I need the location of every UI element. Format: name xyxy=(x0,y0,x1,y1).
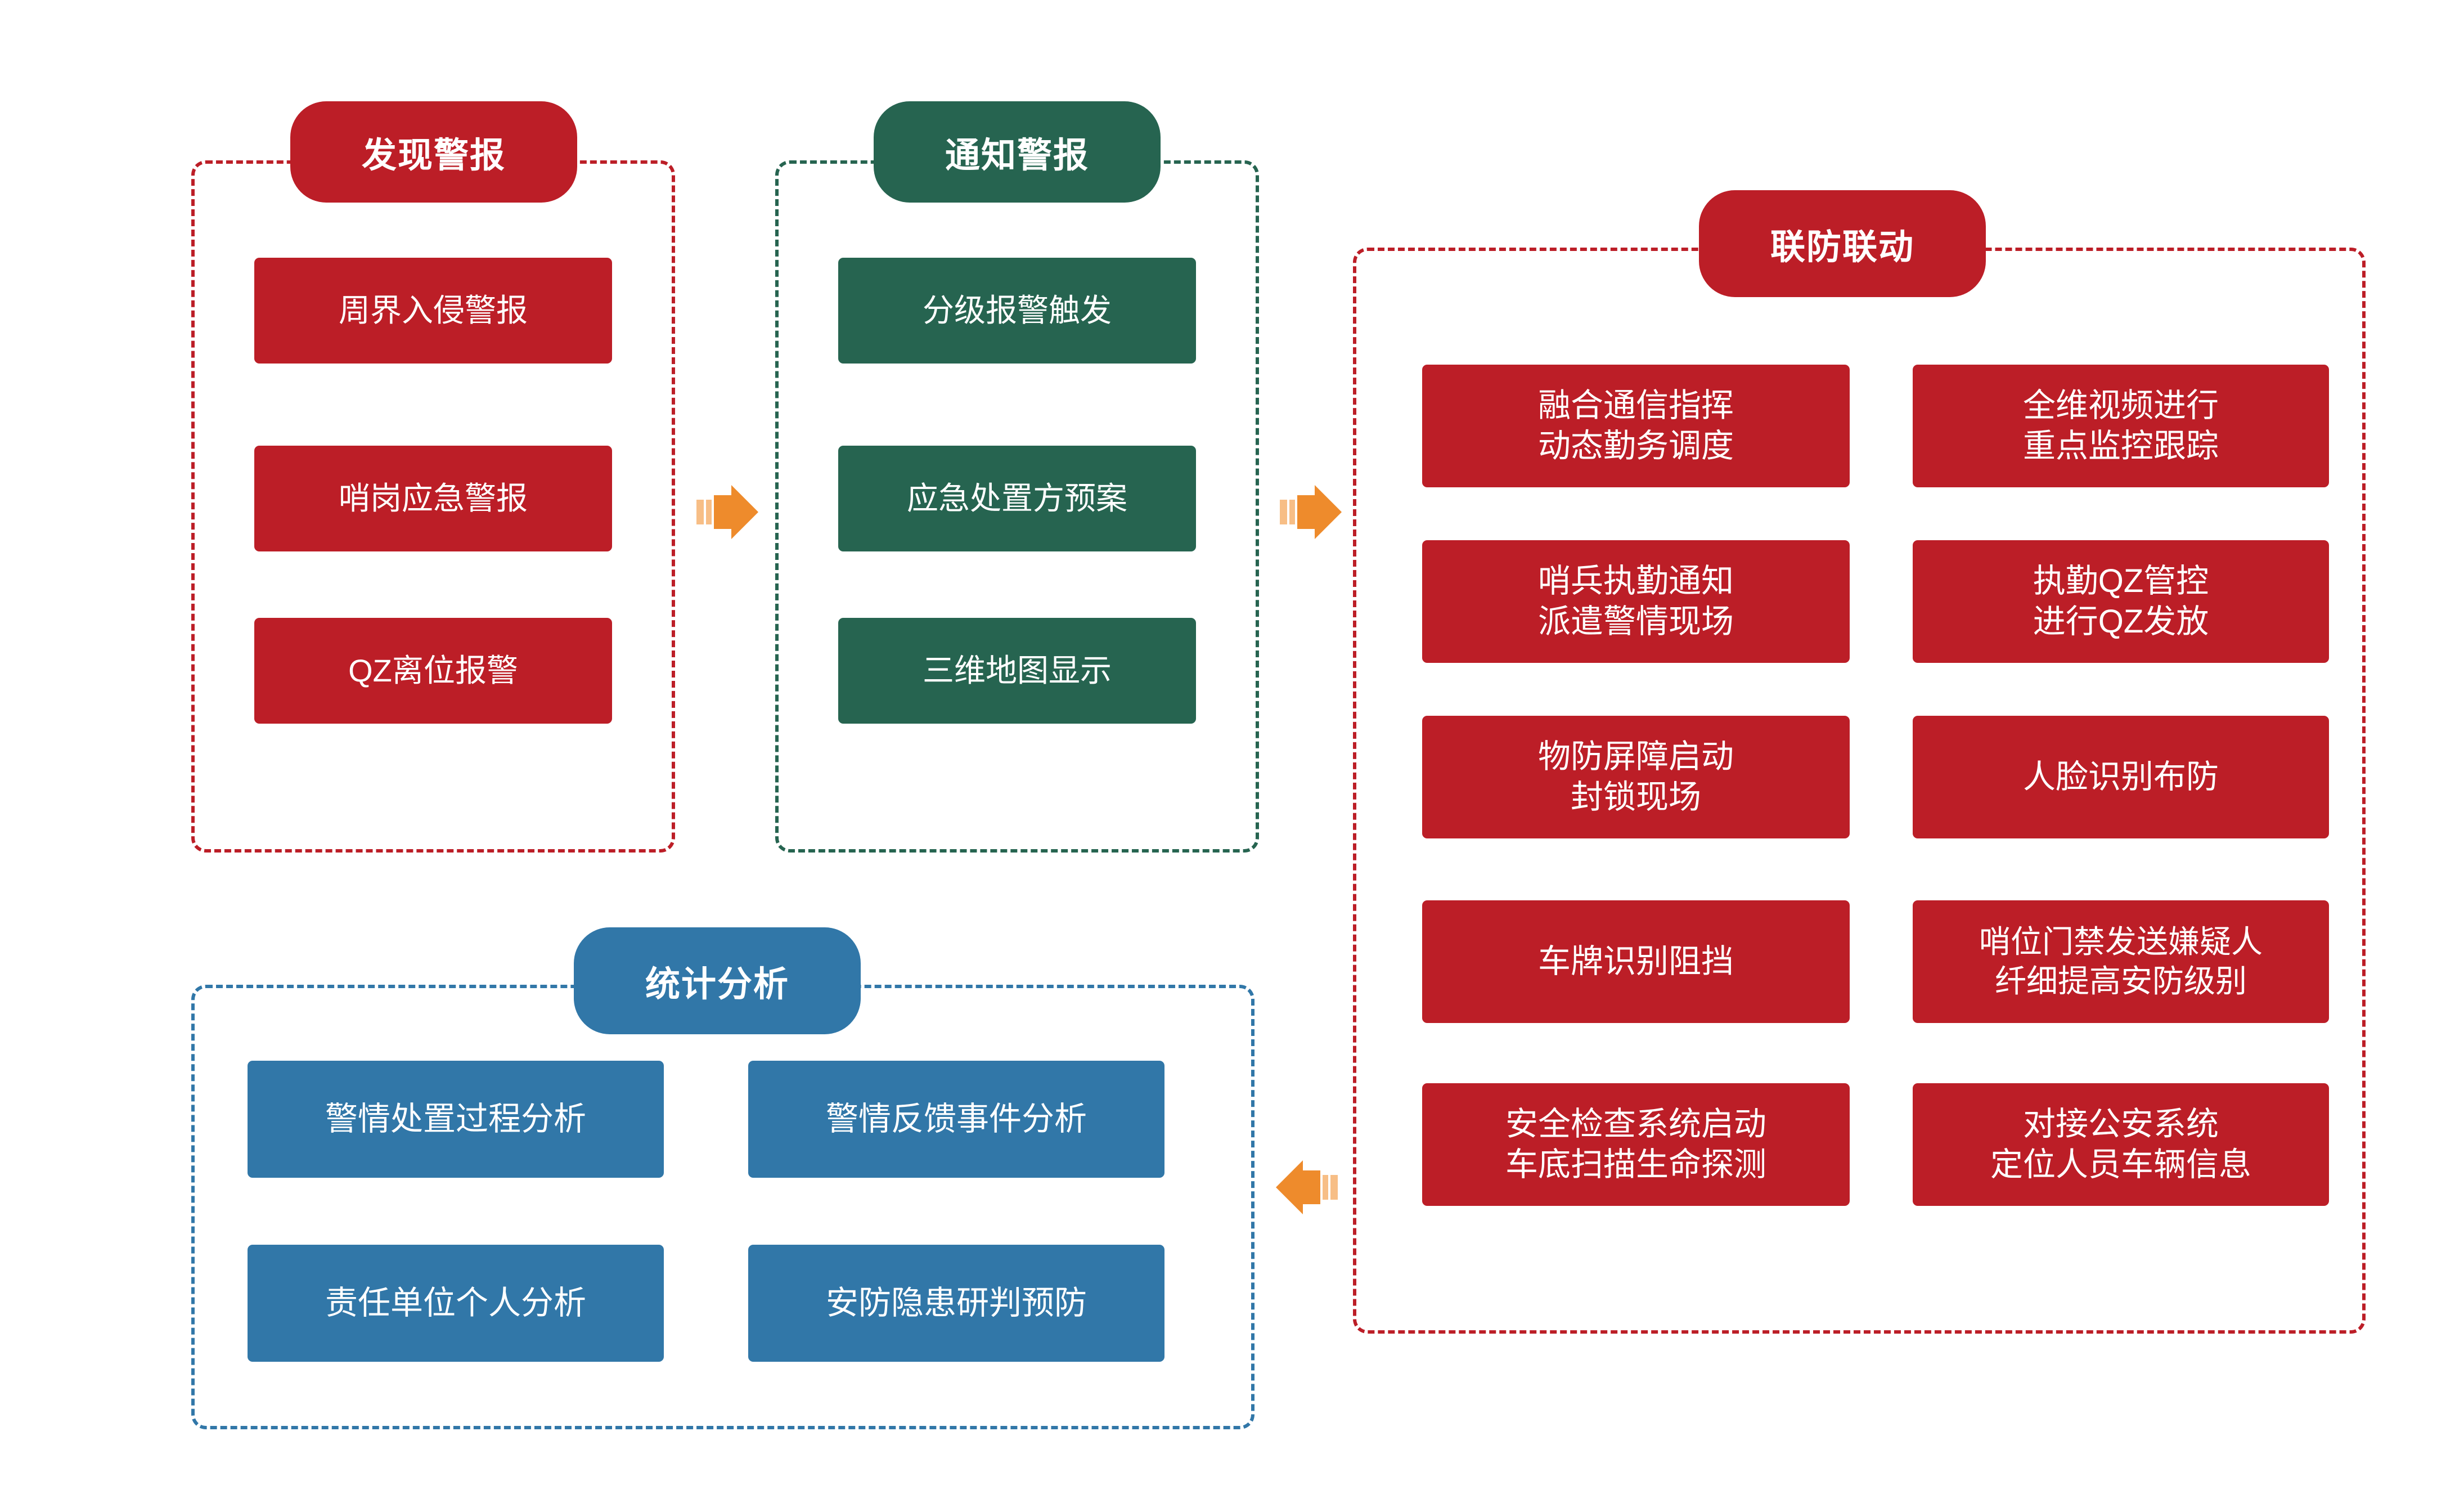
card-line: 车牌识别阻挡 xyxy=(1537,943,1734,980)
card-discover-3[interactable]: QZ离位报警 xyxy=(254,618,612,724)
card-line: 对接公安系统 xyxy=(2022,1105,2219,1142)
card-line: 哨位门禁发送嫌疑人 xyxy=(1979,924,2263,959)
card-joint-right-4[interactable]: 哨位门禁发送嫌疑人 纤细提高安防级别 xyxy=(1913,900,2329,1023)
card-line: 责任单位个人分析 xyxy=(325,1284,586,1321)
card-notify-2[interactable]: 应急处置方预案 xyxy=(838,446,1196,551)
arrow-right-icon xyxy=(1280,485,1342,539)
card-line: 周界入侵警报 xyxy=(339,293,528,328)
group-title-discover-alarm[interactable]: 发现警报 xyxy=(290,101,577,203)
card-joint-right-1[interactable]: 全维视频进行 重点监控跟踪 xyxy=(1913,365,2329,487)
card-statistics-right-1[interactable]: 警情反馈事件分析 xyxy=(748,1061,1164,1178)
card-line: 三维地图显示 xyxy=(923,653,1112,688)
card-joint-left-5[interactable]: 安全检查系统启动 车底扫描生命探测 xyxy=(1422,1083,1850,1206)
arrow-discover-to-notify xyxy=(696,485,758,539)
card-line: 应急处置方预案 xyxy=(907,481,1127,516)
card-line: 派遣警情现场 xyxy=(1537,603,1734,640)
card-line: 重点监控跟踪 xyxy=(2022,428,2219,464)
card-line: 哨兵执勤通知 xyxy=(1537,562,1734,599)
card-joint-left-2[interactable]: 哨兵执勤通知 派遣警情现场 xyxy=(1422,540,1850,663)
card-joint-right-3[interactable]: 人脸识别布防 xyxy=(1913,716,2329,838)
card-line: 物防屏障启动 xyxy=(1537,738,1734,775)
card-discover-2[interactable]: 哨岗应急警报 xyxy=(254,446,612,551)
card-notify-1[interactable]: 分级报警触发 xyxy=(838,258,1196,364)
card-notify-3[interactable]: 三维地图显示 xyxy=(838,618,1196,724)
card-line: 警情处置过程分析 xyxy=(325,1100,586,1137)
group-box-statistics xyxy=(191,985,1255,1429)
card-joint-right-2[interactable]: 执勤QZ管控 进行QZ发放 xyxy=(1913,540,2329,663)
card-line: 进行QZ发放 xyxy=(2033,603,2209,640)
card-line: 执勤QZ管控 xyxy=(2033,562,2209,599)
card-joint-left-3[interactable]: 物防屏障启动 封锁现场 xyxy=(1422,716,1850,838)
card-line: 纤细提高安防级别 xyxy=(1995,963,2247,999)
arrow-joint-to-statistics xyxy=(1276,1160,1338,1214)
group-title-statistics[interactable]: 统计分析 xyxy=(574,927,861,1034)
card-line: 车底扫描生命探测 xyxy=(1505,1146,1766,1183)
card-statistics-left-1[interactable]: 警情处置过程分析 xyxy=(248,1061,664,1178)
card-statistics-right-2[interactable]: 安防隐患研判预防 xyxy=(748,1245,1164,1362)
card-line: 动态勤务调度 xyxy=(1537,428,1734,464)
arrow-left-icon xyxy=(1276,1160,1338,1214)
card-line: 安全检查系统启动 xyxy=(1505,1105,1766,1142)
card-line: 人脸识别布防 xyxy=(2022,758,2219,795)
card-line: 全维视频进行 xyxy=(2022,387,2219,424)
card-line: 分级报警触发 xyxy=(923,293,1112,328)
card-line: 哨岗应急警报 xyxy=(339,481,528,516)
card-line: 融合通信指挥 xyxy=(1537,387,1734,424)
card-line: 封锁现场 xyxy=(1570,779,1701,815)
card-line: QZ离位报警 xyxy=(348,653,518,688)
arrow-right-icon xyxy=(696,485,758,539)
card-joint-left-4[interactable]: 车牌识别阻挡 xyxy=(1422,900,1850,1023)
card-line: 定位人员车辆信息 xyxy=(1990,1146,2251,1183)
card-line: 安防隐患研判预防 xyxy=(825,1284,1087,1321)
group-title-joint-defense[interactable]: 联防联动 xyxy=(1699,190,1986,297)
card-statistics-left-2[interactable]: 责任单位个人分析 xyxy=(248,1245,664,1362)
card-joint-right-5[interactable]: 对接公安系统 定位人员车辆信息 xyxy=(1913,1083,2329,1206)
group-title-notify-alarm[interactable]: 通知警报 xyxy=(874,101,1161,203)
card-line: 警情反馈事件分析 xyxy=(825,1100,1087,1137)
arrow-notify-to-joint xyxy=(1280,485,1342,539)
card-discover-1[interactable]: 周界入侵警报 xyxy=(254,258,612,364)
card-joint-left-1[interactable]: 融合通信指挥 动态勤务调度 xyxy=(1422,365,1850,487)
